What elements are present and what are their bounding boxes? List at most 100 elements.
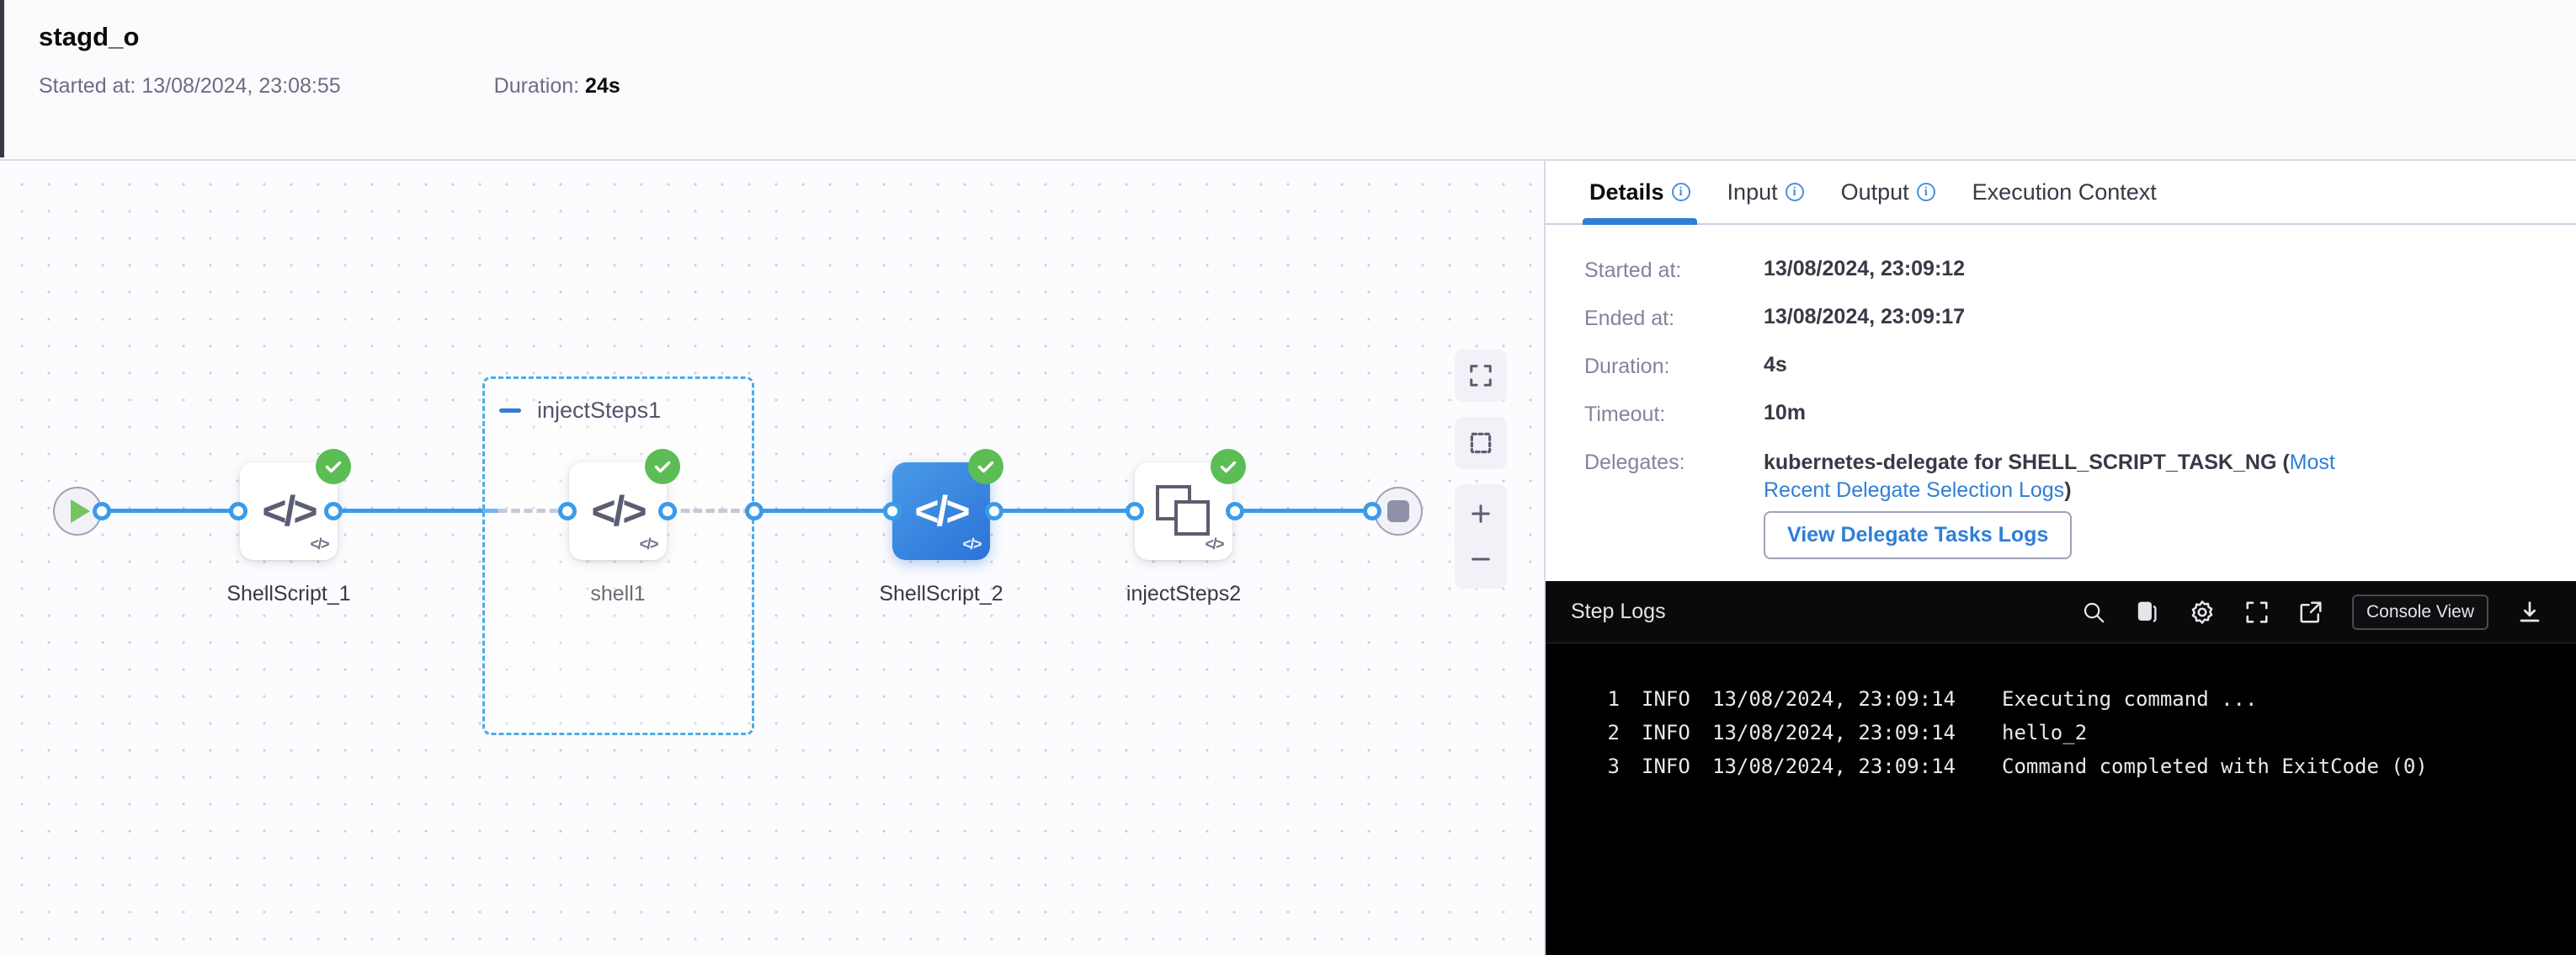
log-message: Executing command ... [2002,687,2258,711]
play-icon [70,499,90,523]
detail-row-ended-at: Ended at: 13/08/2024, 23:09:17 [1546,305,2576,353]
selection-box-icon[interactable] [1455,417,1507,469]
port-shellscript1-out[interactable] [324,502,343,520]
tab-details-label: Details [1589,179,1664,205]
port-shell1-out[interactable] [658,502,677,520]
tab-input[interactable]: Input i [1709,161,1823,223]
collapse-dash-icon[interactable] [499,408,521,413]
node-label-shell1: shell1 [590,582,646,606]
pipeline-canvas[interactable]: injectSteps1 [0,161,1546,955]
detail-value: 10m [1764,401,1807,424]
duplicate-icon [1156,485,1211,537]
detail-row-delegates: Delegates: kubernetes-delegate for SHELL… [1546,449,2576,581]
search-icon[interactable] [2081,600,2106,625]
log-timestamp: 13/08/2024, 23:09:14 [1712,755,1956,778]
log-level: INFO [1642,721,1690,744]
detail-key: Delegates: [1584,451,1685,474]
fit-to-screen-icon[interactable] [1455,349,1507,402]
node-label-injectsteps2: injectSteps2 [1126,582,1242,606]
zoom-in-icon[interactable] [1455,491,1507,536]
detail-key: Timeout: [1584,403,1666,426]
code-icon: </> [262,488,317,535]
step-group-header[interactable]: injectSteps1 [499,397,661,424]
details-panel: Details i Input i Output i Execution Con… [1546,161,2576,955]
port-shellscript2-out[interactable] [985,502,1003,520]
log-message: hello_2 [2002,721,2088,744]
status-badge-success [1211,449,1246,484]
edge-shell1-to-group-out [667,509,753,513]
detail-value: kubernetes-delegate for SHELL_SCRIPT_TAS… [1764,449,2391,504]
tab-details[interactable]: Details i [1571,161,1709,225]
most-recent-delegate-selection-logs-link[interactable]: Most Recent Delegate Selection Logs [1764,451,2335,502]
log-line-number: 1 [1607,687,1620,711]
status-badge-success [645,449,680,484]
node-label-shellscript-2: ShellScript_2 [879,582,1003,606]
started-at-value: 13/08/2024, 23:08:55 [141,74,341,98]
tab-output-label: Output [1840,179,1909,205]
log-line: 3 INFO 13/08/2024, 23:09:14 Command comp… [1546,750,2576,783]
status-badge-success [316,449,351,484]
info-icon[interactable]: i [1671,183,1690,201]
edge-group-to-shellscript2 [752,509,893,513]
port-end-in[interactable] [1363,502,1381,520]
code-type-icon: </> [310,536,329,552]
tab-execution-context[interactable]: Execution Context [1954,161,2175,223]
port-injectsteps2-in[interactable] [1126,502,1144,520]
log-output[interactable]: 1 INFO 13/08/2024, 23:09:14 Executing co… [1546,643,2576,955]
log-line: 2 INFO 13/08/2024, 23:09:14 hello_2 [1546,716,2576,750]
detail-row-duration: Duration: 4s [1546,353,2576,401]
step-logs-tools: Console View [2081,594,2542,630]
step-group-title: injectSteps1 [537,397,662,423]
info-icon[interactable]: i [1785,183,1804,201]
node-injectsteps2[interactable]: </> [1135,449,1246,560]
port-group-out[interactable] [745,502,764,520]
info-icon[interactable]: i [1916,183,1935,201]
port-shellscript1-in[interactable] [229,502,247,520]
page-title: stagd_o [39,22,140,51]
delegates-text-end: ) [2064,478,2072,502]
port-start-out[interactable] [93,502,111,520]
log-timestamp: 13/08/2024, 23:09:14 [1712,687,1956,711]
duration-label: Duration: [493,74,580,98]
code-type-icon: </> [639,536,658,552]
node-shellscript-1[interactable]: </> </> [240,449,351,560]
tab-execution-context-label: Execution Context [1972,179,2157,205]
zoom-out-icon[interactable] [1455,536,1507,582]
log-line-number: 3 [1607,755,1620,778]
detail-value: 13/08/2024, 23:09:12 [1764,257,1966,280]
port-injectsteps2-out[interactable] [1226,502,1244,520]
edge-start-to-shellscript1 [103,509,237,513]
detail-key: Duration: [1584,355,1670,378]
detail-row-started-at: Started at: 13/08/2024, 23:09:12 [1546,257,2576,305]
status-badge-success [968,449,1003,484]
log-level: INFO [1642,755,1690,778]
gear-icon[interactable] [2189,599,2216,626]
edge-injectsteps2-to-end [1234,509,1370,513]
details-content: Started at: 13/08/2024, 23:09:12 Ended a… [1546,225,2576,581]
fullscreen-icon[interactable] [2244,600,2270,625]
edge-shellscript1-to-group [333,509,501,513]
view-delegate-tasks-logs-button[interactable]: View Delegate Tasks Logs [1764,511,2073,559]
tab-output[interactable]: Output i [1823,161,1954,223]
external-link-icon[interactable] [2298,600,2323,625]
log-timestamp: 13/08/2024, 23:09:14 [1712,721,1956,744]
port-shellscript2-in[interactable] [883,502,902,520]
edge-group-in-to-shell1 [497,509,585,513]
execution-header: stagd_o Started at: 13/08/2024, 23:08:55… [0,0,2576,161]
node-shellscript-2[interactable]: </> </> [892,449,1003,560]
port-shell1-in[interactable] [558,502,577,520]
panel-tabs: Details i Input i Output i Execution Con… [1546,161,2576,225]
code-type-icon: </> [962,536,982,552]
edge-shellscript2-to-injectsteps2 [993,509,1135,513]
stop-icon [1387,500,1409,522]
detail-key: Ended at: [1584,307,1675,330]
detail-row-timeout: Timeout: 10m [1546,401,2576,449]
node-shell1[interactable]: </> </> [569,449,680,560]
duration-value: 24s [585,74,620,98]
download-icon[interactable] [2517,600,2542,625]
node-label-shellscript-1: ShellScript_1 [226,582,351,606]
body-split: injectSteps1 [0,161,2576,955]
console-view-button[interactable]: Console View [2351,594,2488,630]
copy-icon[interactable] [2135,600,2160,625]
